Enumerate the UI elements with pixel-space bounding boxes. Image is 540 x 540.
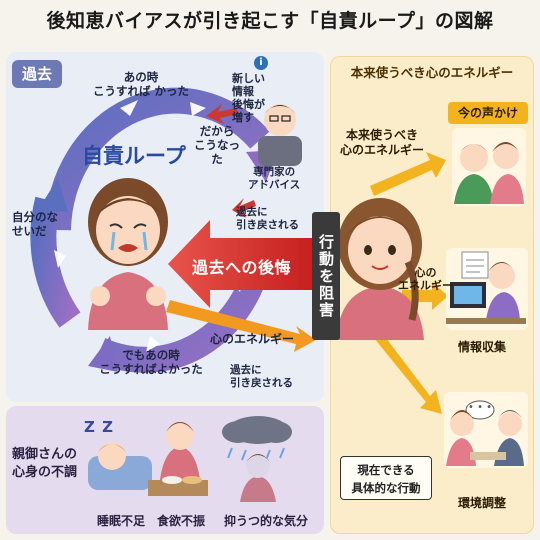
sleep-label: 睡眠不足 [96,514,145,528]
energy-text: 本来使うべき 心のエネルギー [340,128,425,157]
current-action-box: 現在できる 具体的な行動 [340,456,432,500]
crying-child-illustration [88,178,168,330]
loop-arrowhead-bottom [88,336,118,372]
sleep-illustration [88,442,152,490]
loop-title: 自責ループ [82,144,186,168]
phrase-top: あの時 こうすれば かった [92,70,189,98]
pulled-back-label-1: 過去に 引き戻される [236,206,299,231]
conversation-illustration [452,128,526,206]
regret-label: 過去への後悔 [192,258,292,277]
env-adjust-label: 環境調整 [458,496,507,510]
expert-advice-label: 専門家の アドバイス [248,166,301,191]
calm-woman-illustration [336,198,424,340]
new-info-label: 新しい 情報 後悔が 増す [232,72,265,124]
phrase-left: 自分のな せいだ [12,210,58,238]
parent-concern-label: 親御さんの 心身の不調 [12,447,78,480]
mood-label: 抑うつ的な気分 [223,514,308,528]
info-collect-label: 情報収集 [458,340,507,354]
info-arrow [206,104,238,124]
expert-illustration [258,104,302,166]
page-title: 後知恵バイアスが引き起こす「自責ループ」の図解 [46,10,494,32]
energy-arrow-mid [402,282,448,310]
depression-illustration [222,416,292,502]
speech-bubble-dots: • • • [468,402,493,413]
info-icon: i [254,56,268,70]
environment-adjust-illustration [444,392,528,468]
appetite-label: 食欲不振 [156,514,205,528]
past-label: 過去 [12,60,62,88]
phrase-right: だから こうなっ た [194,124,240,166]
block-action-label: 行動を阻害 [312,212,340,340]
appetite-illustration [148,422,208,496]
pulled-back-label-2: 過去に 引き戻される [230,364,293,389]
voice-label: 今の声かけ [448,102,528,124]
regret-arrow [168,220,318,308]
pull-arrow-1 [232,198,256,218]
energy-arrow-up [370,152,446,196]
energy-arrow-down [374,330,442,414]
phrase-bottom: でもあの時 こうすればよかった [99,348,203,376]
zzz-mark: Z Z [84,418,114,436]
info-collection-illustration [446,248,528,330]
energy-arrow-lower [166,300,316,352]
right-panel-title: 本来使うべき心のエネルギー [350,65,514,80]
energy-label-left: 心のエネルギー [210,332,295,346]
energy-small-label: 心の エネルギー [398,266,453,292]
loop-arrowhead-left [38,178,68,212]
